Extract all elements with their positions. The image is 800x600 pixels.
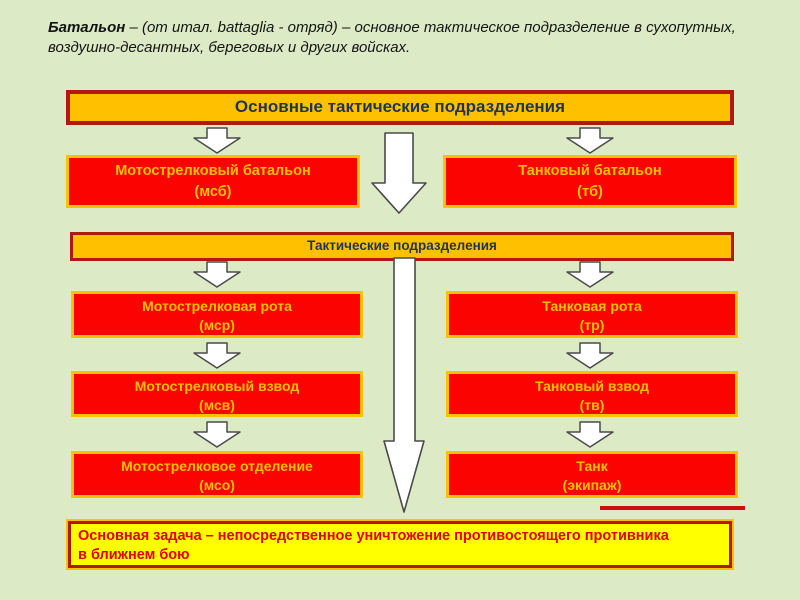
box-name: Танковый батальон bbox=[518, 163, 662, 179]
down-arrow-icon bbox=[193, 127, 241, 154]
definition-line2: воздушно-десантных, береговых и других в… bbox=[48, 39, 411, 56]
definition-line1: – (от итал. battaglia - отряд) – основно… bbox=[125, 19, 736, 36]
box-abbr: (мсб) bbox=[194, 184, 232, 200]
box-abbr: (экипаж) bbox=[562, 477, 622, 493]
definition-text: Батальон – (от итал. battaglia - отряд) … bbox=[48, 18, 774, 58]
box-name: Мотострелковое отделение bbox=[121, 458, 313, 474]
box-abbr: (тр) bbox=[579, 317, 605, 333]
box-tank-crew: Танк (экипаж) bbox=[446, 451, 738, 498]
down-arrow-icon bbox=[193, 342, 241, 369]
down-arrow-icon bbox=[566, 421, 614, 448]
down-arrow-icon bbox=[566, 342, 614, 369]
box-name: Танковая рота bbox=[542, 298, 642, 314]
down-arrow-icon bbox=[566, 127, 614, 154]
task-line1: Основная задача – непосредственное уничт… bbox=[78, 528, 669, 544]
box-motor-rifle-company: Мотострелковая рота (мср) bbox=[71, 291, 363, 338]
task-box: Основная задача – непосредственное уничт… bbox=[66, 519, 734, 570]
title-label: Основные тактические подразделения bbox=[234, 97, 566, 116]
box-motor-rifle-battalion: Мотострелковый батальон (мсб) bbox=[66, 155, 360, 208]
box-name: Мотострелковый батальон bbox=[115, 163, 311, 179]
box-abbr: (мср) bbox=[199, 317, 235, 333]
box-name: Танковый взвод bbox=[534, 378, 650, 394]
box-name: Мотострелковый взвод bbox=[134, 378, 300, 394]
box-motor-rifle-squad: Мотострелковое отделение (мсо) bbox=[71, 451, 363, 498]
down-arrow-icon bbox=[193, 421, 241, 448]
box-abbr: (мсв) bbox=[199, 397, 235, 413]
box-tank-company: Танковая рота (тр) bbox=[446, 291, 738, 338]
decorative-red-line bbox=[600, 506, 745, 510]
down-arrow-icon bbox=[193, 261, 241, 288]
box-motor-rifle-platoon: Мотострелковый взвод (мсв) bbox=[71, 371, 363, 417]
box-tank-battalion: Танковый батальон (тб) bbox=[443, 155, 737, 208]
task-line2: в ближнем бою bbox=[78, 547, 190, 563]
subtitle-label: Тактические подразделения bbox=[307, 238, 497, 253]
title-box: Основные тактические подразделения bbox=[66, 90, 734, 125]
box-name: Мотострелковая рота bbox=[142, 298, 292, 314]
down-arrow-icon bbox=[566, 261, 614, 288]
box-name: Танк bbox=[576, 458, 608, 474]
box-abbr: (тв) bbox=[579, 397, 605, 413]
definition-term: Батальон bbox=[48, 19, 126, 36]
down-arrow-icon bbox=[371, 132, 427, 214]
box-abbr: (мсо) bbox=[199, 477, 235, 493]
down-arrow-icon bbox=[383, 257, 425, 513]
box-abbr: (тб) bbox=[577, 184, 603, 200]
box-tank-platoon: Танковый взвод (тв) bbox=[446, 371, 738, 417]
